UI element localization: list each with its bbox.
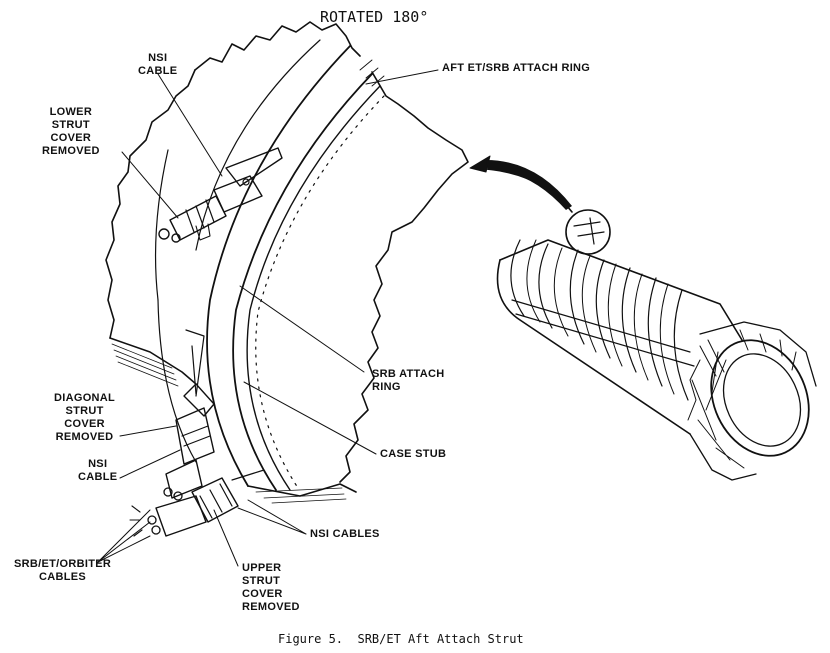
inset-srb-assembly (496, 209, 817, 481)
leader-srb-orbiter-cables (97, 509, 151, 563)
label-upper-strut-cover: UPPER STRUT COVER REMOVED (242, 562, 300, 613)
case-inner-curve (195, 39, 321, 251)
aft-attach-ring-outer (206, 45, 351, 487)
callout-arrow-body (486, 160, 572, 210)
label-diagonal-strut-cover: DIAGONAL STRUT COVER REMOVED (54, 392, 116, 443)
leader-aft-attach-ring (365, 69, 439, 85)
figure-caption: Figure 5. SRB/ET Aft Attach Strut (278, 632, 524, 646)
leader-upper-strut-cover (213, 509, 239, 567)
rotated-title: ROTATED 180° (320, 8, 429, 26)
cutaway-right-ragged-edge (339, 71, 469, 483)
case-left-bottom (109, 337, 197, 385)
label-srb-attach-ring: SRB ATTACH RING (372, 368, 445, 393)
srb-attach-ring-inner (255, 95, 385, 489)
case-stub-line (157, 299, 197, 463)
label-nsi-cables: NSI CABLES (310, 528, 380, 540)
ring-hatch (359, 59, 385, 87)
label-nsi-cable-top: NSI CABLE (138, 52, 178, 77)
leader-nsi-cables (237, 499, 307, 535)
case-left-ragged-edge (105, 69, 196, 339)
lower-strut-assembly (158, 147, 283, 243)
label-aft-attach-ring: AFT ET/SRB ATTACH RING (442, 62, 591, 74)
label-srb-et-orbiter-cables: SRB/ET/ORBITER CABLES (14, 558, 112, 583)
case-stub-line-2 (154, 149, 169, 301)
label-nsi-cable-lower: NSI CABLE (78, 458, 118, 483)
aft-attach-ring-inner (232, 73, 373, 491)
label-lower-strut-cover: LOWER STRUT COVER REMOVED (42, 106, 100, 157)
case-band-shading (111, 343, 179, 387)
leader-nsi-cable-lower (119, 449, 181, 479)
diagonal-strut-assembly (163, 329, 215, 501)
detail-circle (565, 209, 611, 255)
upper-strut-assembly (129, 469, 273, 537)
leader-nsi-cable-top (157, 73, 223, 177)
leader-srb-attach-ring (239, 285, 365, 373)
srb-attach-ring-outer (246, 85, 381, 491)
leader-diagonal-strut-cover (119, 425, 177, 437)
leader-case-stub (243, 381, 377, 455)
case-outer-ragged-edge (194, 21, 361, 71)
label-case-stub: CASE STUB (380, 448, 447, 460)
leader-lower-strut-cover (121, 151, 179, 219)
cutaway-bottom-shading (255, 487, 347, 504)
